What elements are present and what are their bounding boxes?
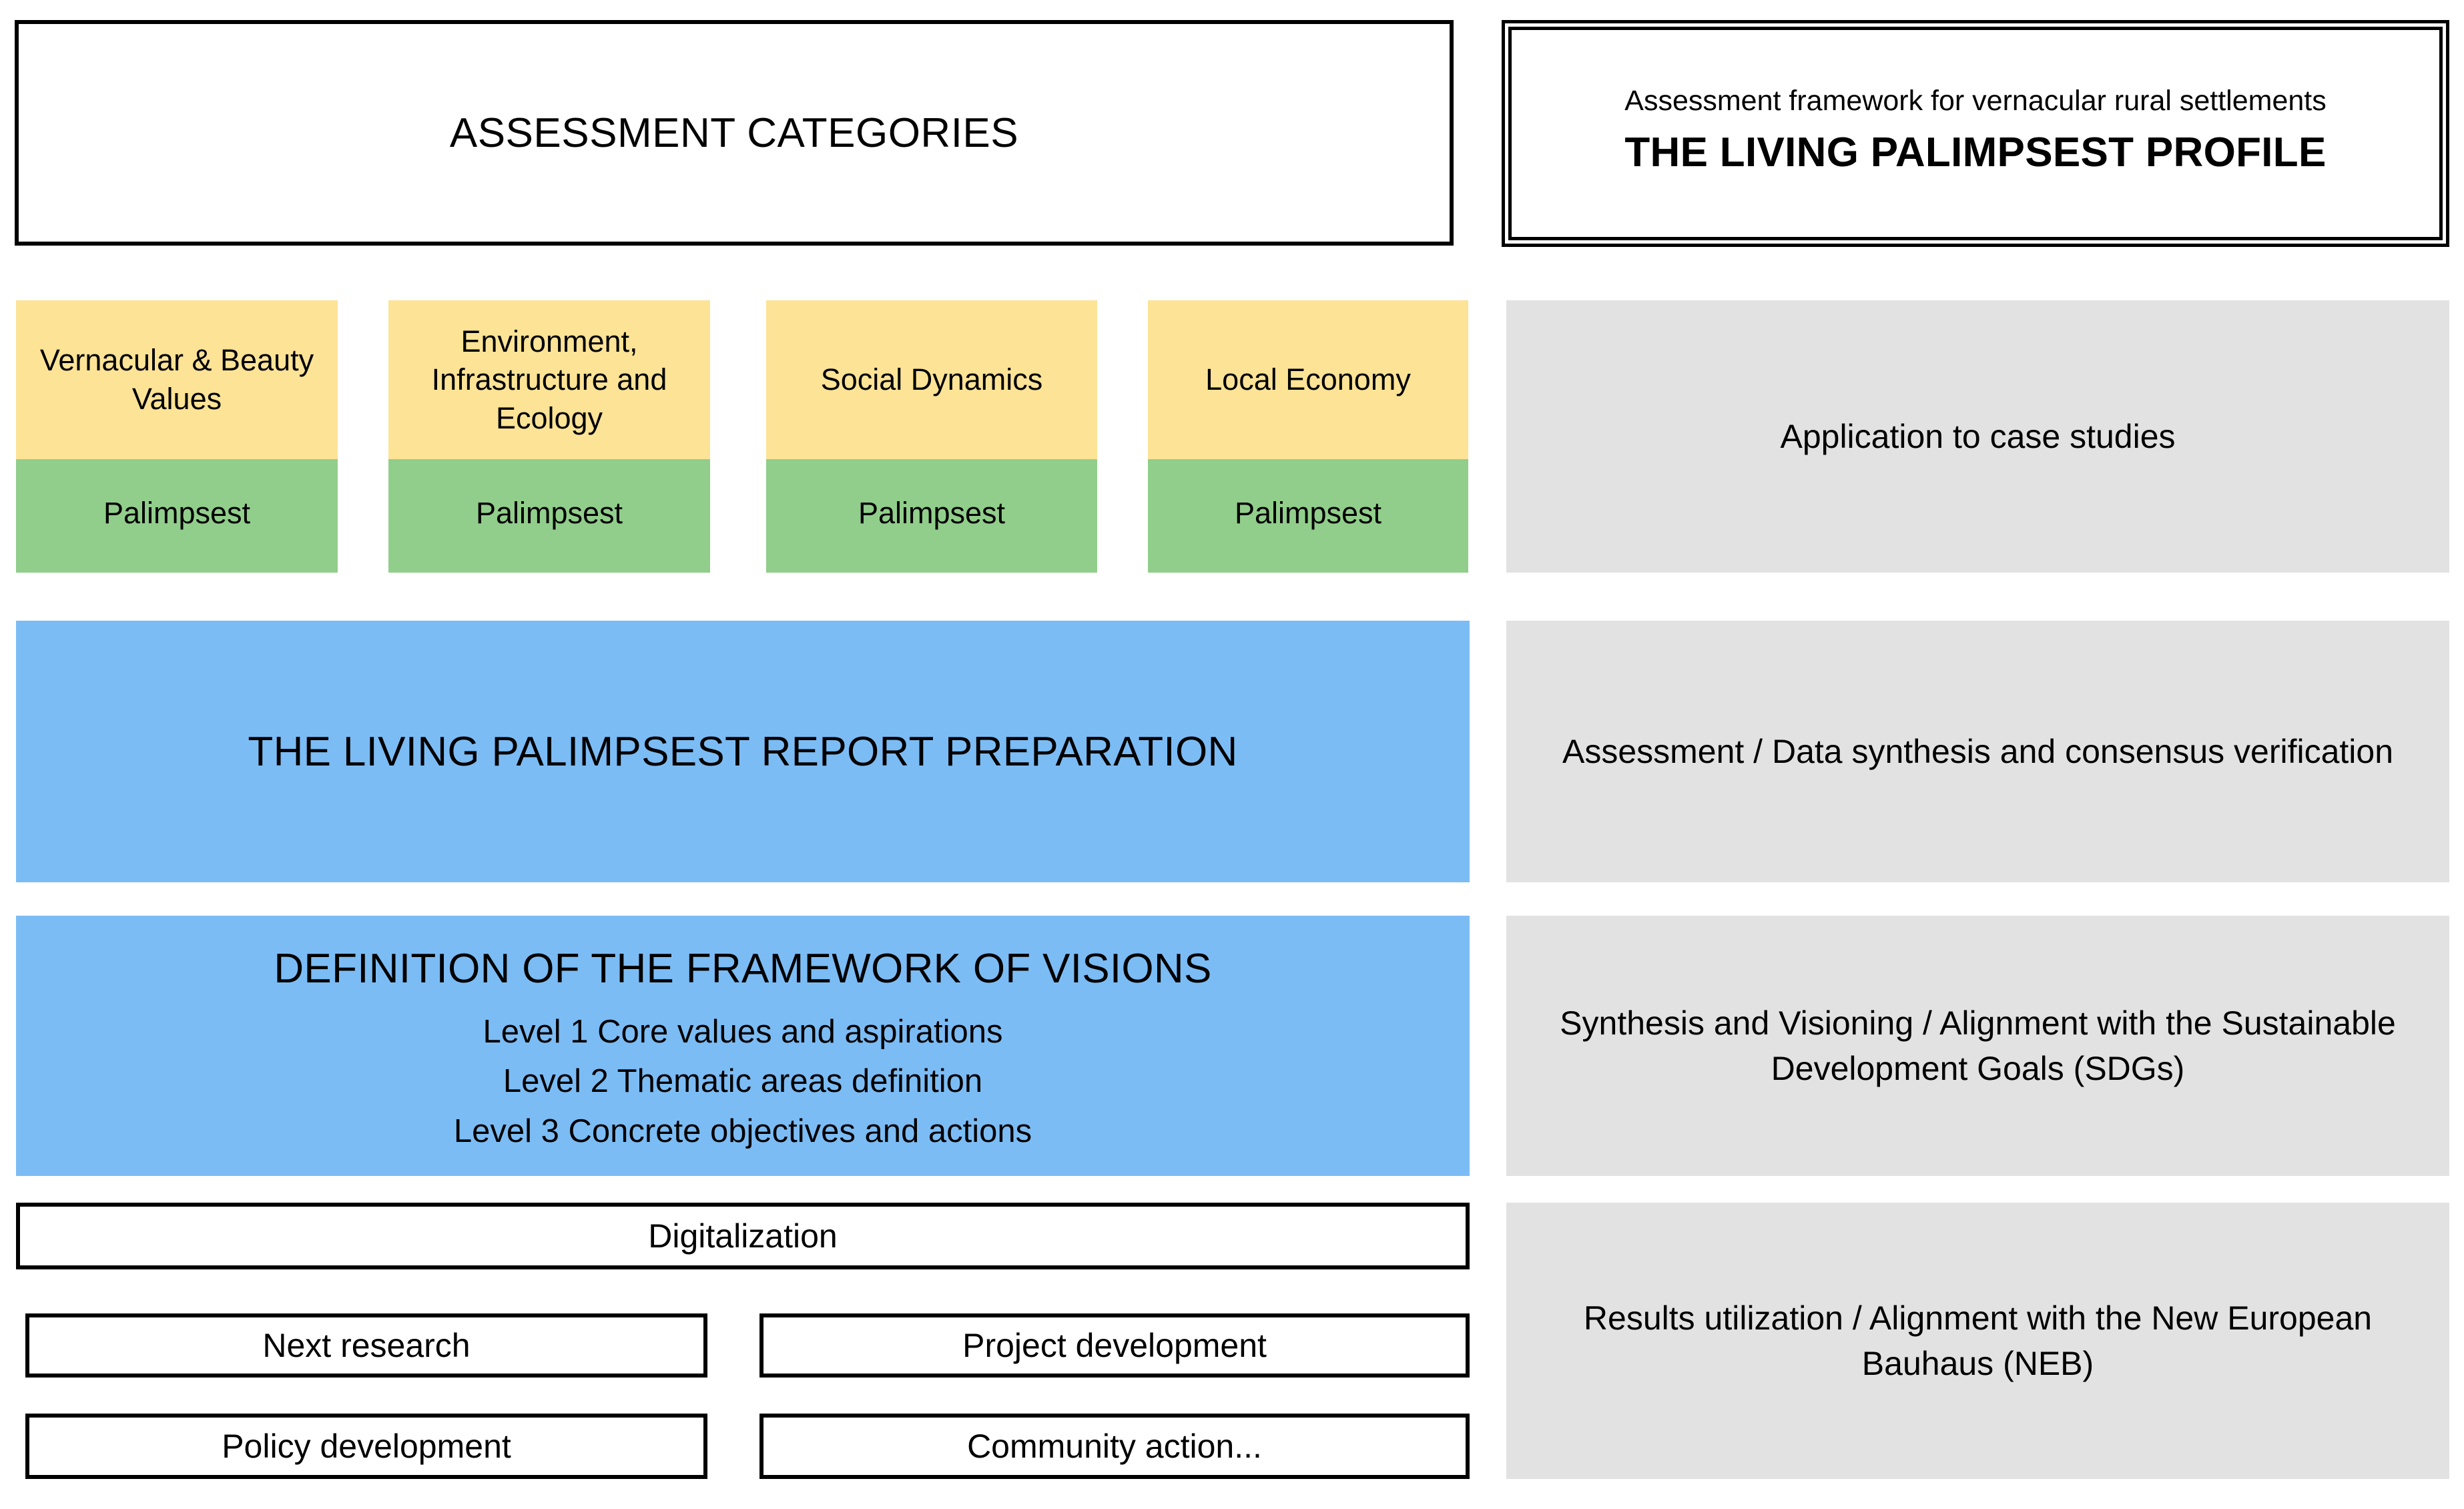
process-stage-label: Synthesis and Visioning / Alignment with…	[1560, 1004, 2396, 1087]
outcome-label: Digitalization	[648, 1217, 838, 1255]
outcome-next-research[interactable]: Next research	[25, 1313, 707, 1378]
outcome-digitalization[interactable]: Digitalization	[16, 1203, 1470, 1269]
process-stage-synthesis-and-visioning[interactable]: Synthesis and Visioning / Alignment with…	[1506, 916, 2449, 1176]
profile-header-outer: Assessment framework for vernacular rura…	[1502, 20, 2449, 247]
category-palimpsest-layer: Palimpsest	[1148, 459, 1468, 573]
outcome-project-development[interactable]: Project development	[759, 1313, 1470, 1378]
assessment-categories-title: ASSESSMENT CATEGORIES	[449, 109, 1019, 156]
category-card-social-dynamics[interactable]: Social Dynamics Palimpsest	[766, 300, 1097, 573]
profile-header-inner: Assessment framework for vernacular rura…	[1508, 27, 2443, 240]
outcome-label: Project development	[962, 1327, 1267, 1364]
vision-level-2: Level 2 Thematic areas definition	[503, 1063, 983, 1100]
category-card-environment-infrastructure-ecology[interactable]: Environment, Infrastructure and Ecology …	[388, 300, 710, 573]
category-name: Social Dynamics	[766, 300, 1097, 459]
outcome-policy-development[interactable]: Policy development	[25, 1414, 707, 1479]
report-preparation-title: THE LIVING PALIMPSEST REPORT PREPARATION	[248, 728, 1238, 775]
framework-of-visions-block[interactable]: DEFINITION OF THE FRAMEWORK OF VISIONS L…	[16, 916, 1470, 1176]
profile-subtitle: Assessment framework for vernacular rura…	[1624, 85, 2327, 117]
process-stage-label: Results utilization / Alignment with the…	[1583, 1299, 2373, 1382]
framework-of-visions-title: DEFINITION OF THE FRAMEWORK OF VISIONS	[274, 945, 1212, 992]
outcome-label: Next research	[262, 1327, 471, 1364]
outcome-label: Policy development	[222, 1428, 511, 1465]
vision-level-1: Level 1 Core values and aspirations	[483, 1013, 1003, 1050]
category-card-local-economy[interactable]: Local Economy Palimpsest	[1148, 300, 1468, 573]
process-stage-label: Assessment / Data synthesis and consensu…	[1562, 733, 2394, 770]
profile-title: THE LIVING PALIMPSEST PROFILE	[1624, 129, 2327, 176]
outcome-label: Community action...	[967, 1428, 1262, 1465]
assessment-categories-header: ASSESSMENT CATEGORIES	[15, 20, 1454, 246]
category-palimpsest-layer: Palimpsest	[16, 459, 338, 573]
category-name: Environment, Infrastructure and Ecology	[388, 300, 710, 459]
outcome-community-action[interactable]: Community action...	[759, 1414, 1470, 1479]
category-palimpsest-layer: Palimpsest	[388, 459, 710, 573]
report-preparation-block[interactable]: THE LIVING PALIMPSEST REPORT PREPARATION	[16, 621, 1470, 882]
category-palimpsest-layer: Palimpsest	[766, 459, 1097, 573]
process-stage-application-to-case-studies[interactable]: Application to case studies	[1506, 300, 2449, 573]
category-name: Vernacular & Beauty Values	[16, 300, 338, 459]
category-card-vernacular-beauty-values[interactable]: Vernacular & Beauty Values Palimpsest	[16, 300, 338, 573]
category-name: Local Economy	[1148, 300, 1468, 459]
process-stage-assessment-data-synthesis[interactable]: Assessment / Data synthesis and consensu…	[1506, 621, 2449, 882]
process-stage-label: Application to case studies	[1780, 418, 2176, 455]
vision-level-3: Level 3 Concrete objectives and actions	[453, 1113, 1032, 1149]
process-stage-results-utilization[interactable]: Results utilization / Alignment with the…	[1506, 1203, 2449, 1479]
